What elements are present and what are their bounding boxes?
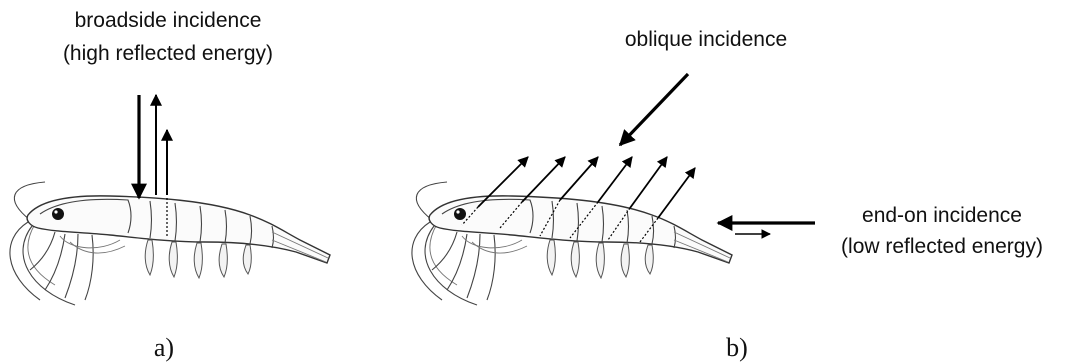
endon-label-line1: end-on incidence <box>862 204 1022 227</box>
reflected-arrow-oblique-4 <box>598 157 632 202</box>
panel-b: oblique incidence end-on incidence (low … <box>412 28 1043 362</box>
reflected-arrow-oblique-2 <box>522 157 565 202</box>
broadside-label-line1: broadside incidence <box>75 9 262 32</box>
reflected-arrow-oblique-5 <box>630 157 667 208</box>
krill-drawing-a <box>10 182 330 305</box>
oblique-label: oblique incidence <box>625 28 787 51</box>
krill-drawing-b <box>412 182 732 305</box>
incident-arrow-oblique <box>620 74 688 145</box>
broadside-label-line2: (high reflected energy) <box>63 42 273 65</box>
panel-a: broadside incidence (high reflected ener… <box>10 9 330 362</box>
reflected-arrow-oblique-3 <box>560 157 598 200</box>
endon-label-line2: (low reflected energy) <box>841 235 1043 258</box>
reflected-arrow-oblique-6 <box>658 168 695 218</box>
panel-label-b: b) <box>726 333 748 362</box>
panel-label-a: a) <box>154 333 174 362</box>
